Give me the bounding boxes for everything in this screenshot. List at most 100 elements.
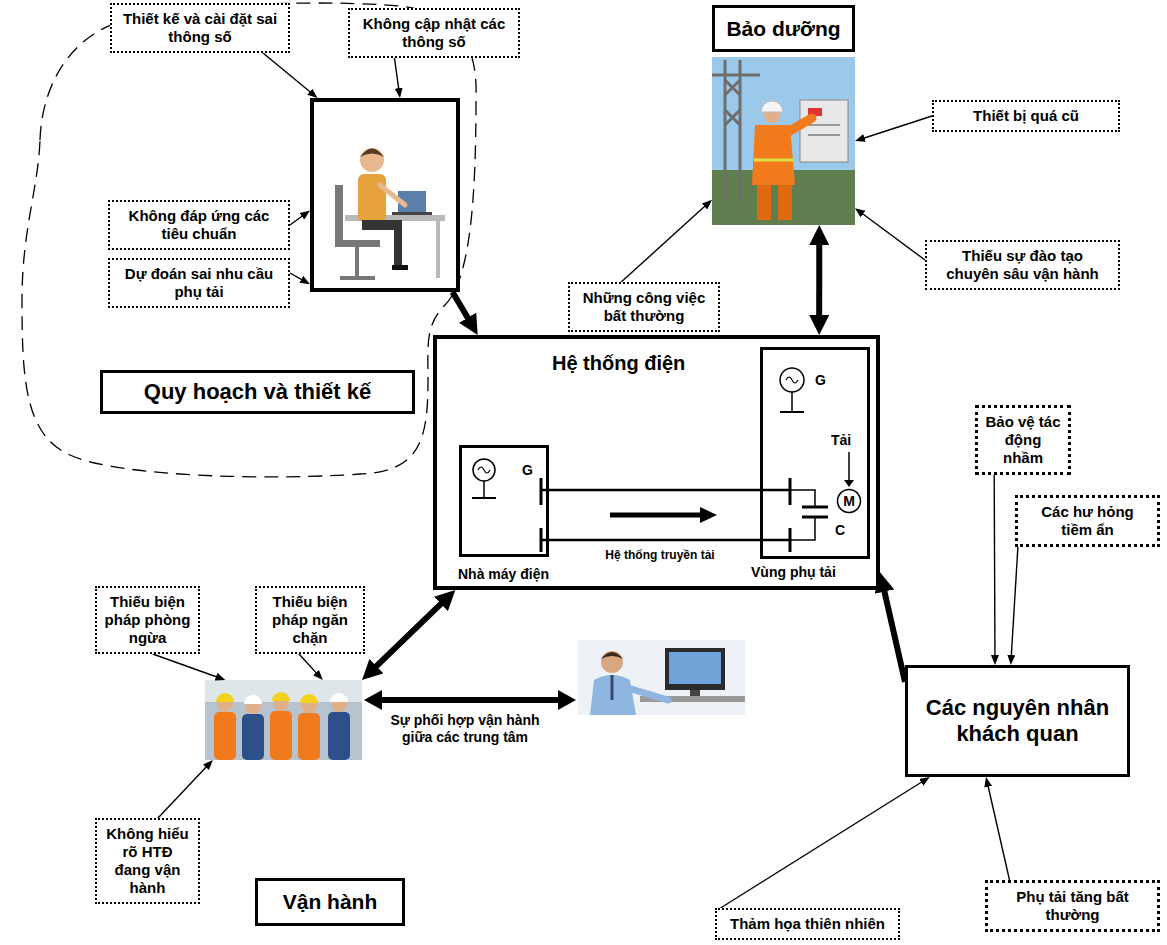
cause-note: Phụ tải tăng bất thường <box>985 880 1160 932</box>
desk-leg <box>436 221 440 278</box>
ground-wire <box>483 481 485 498</box>
generator-symbol <box>780 368 804 392</box>
reflective-stripe <box>754 159 793 162</box>
note-text: Những công việc bất thường <box>577 289 711 325</box>
pointer-arrow <box>263 53 311 92</box>
person-hair <box>360 149 384 158</box>
thick-arrow <box>453 292 469 319</box>
person-tie <box>611 675 614 700</box>
ground-symbol <box>780 411 804 413</box>
cause-note: Không hiểu rõ HTĐ đang vận hành <box>95 818 200 904</box>
note-text: Thiếu biện pháp phòng ngừa <box>104 593 191 647</box>
generator-symbol <box>473 459 495 481</box>
group-heading: Bảo dưỡng <box>712 5 855 52</box>
pointer-arrow <box>721 782 923 908</box>
control-room <box>205 680 362 760</box>
operation-photo-frame: Vận hành <box>205 680 362 760</box>
coordination-arrow-line <box>380 697 560 703</box>
worker-helmet <box>216 693 234 702</box>
thick-arrow <box>376 603 442 667</box>
worker-body <box>270 711 292 760</box>
cause-note: Không đáp ứng các tiêu chuẩn <box>108 200 290 250</box>
cause-note: Thiếu biện pháp ngăn chặn <box>255 586 365 654</box>
worker-body <box>242 714 264 760</box>
ground-wire <box>791 392 793 412</box>
cause-group-box: Các nguyên nhân khách quan <box>905 665 1130 777</box>
person-hair <box>601 652 623 659</box>
worker-leg <box>778 185 792 220</box>
power-flow-arrow-head <box>700 507 717 523</box>
note-text: Không cập nhật các thông số <box>357 15 511 51</box>
laptop-base <box>392 212 432 215</box>
cause-note: Những công việc bất thường <box>568 282 720 332</box>
pointer-arrow <box>988 786 1009 880</box>
line-label: Hệ thống truyền tải <box>595 548 725 562</box>
symbol-letter: Tải <box>831 432 851 449</box>
generator-wave <box>478 467 490 473</box>
monitor-screen <box>669 652 721 684</box>
symbol-letter: C <box>835 522 845 539</box>
note-text: Không đáp ứng các tiêu chuẩn <box>117 207 281 243</box>
pointer-arrow <box>621 206 705 282</box>
motor-circle: M <box>836 488 862 514</box>
pointer-arrow <box>158 767 207 818</box>
thick-arrow <box>884 591 905 682</box>
note-text: Thiết bị quá cũ <box>941 107 1111 125</box>
person-head <box>360 148 384 172</box>
note-text: Các nguyên nhân khách quan <box>914 695 1121 748</box>
power-system-illustration <box>472 368 854 552</box>
pointer-arrow <box>994 475 996 656</box>
pointer-arrow <box>862 214 925 260</box>
person-leg <box>394 222 402 267</box>
worker-helmet <box>244 695 262 704</box>
worker-helmet <box>300 694 318 703</box>
group-heading: Vận hành <box>255 878 405 926</box>
sky <box>712 57 855 225</box>
note-text: Các hư hỏng tiềm ẩn <box>1025 503 1150 539</box>
cause-note: Không cập nhật các thông số <box>348 8 520 58</box>
worker-helmet <box>272 692 290 701</box>
person-body <box>358 174 386 222</box>
person-shoe <box>392 265 408 270</box>
generator-wave <box>786 377 798 383</box>
power-plant-box: GNhà máy điện <box>459 445 549 557</box>
box-heading: Hệ thống điện <box>552 351 685 375</box>
capacitor-wire <box>790 490 815 507</box>
coordination-arrow <box>364 690 576 710</box>
photo-ground <box>314 102 456 288</box>
monitor-stand <box>690 690 700 696</box>
maintenance-photo-frame: Bảo dưỡng <box>712 57 855 225</box>
planning-photo <box>314 102 456 288</box>
cause-note: Thảm họa thiên nhiên <box>715 908 900 940</box>
chair-leg <box>355 247 359 276</box>
box-heading: Vùng phụ tải <box>751 564 836 581</box>
pointer-arrow <box>153 654 217 677</box>
dispatch-photo <box>578 640 745 715</box>
person-arm <box>380 185 405 205</box>
load-arrow-line <box>848 452 850 480</box>
worker-arm <box>788 118 812 132</box>
symbol-letter: G <box>522 462 533 479</box>
note-text: Thiếu sự đào tạo chuyên sâu vận hành <box>934 247 1111 283</box>
note-text: Bảo vệ tác động nhầm <box>985 413 1061 467</box>
ground-symbol <box>472 497 496 499</box>
pointer-arrow <box>394 58 398 89</box>
cause-note: Bảo vệ tác động nhầm <box>975 405 1071 475</box>
operation-photo <box>205 680 362 760</box>
panel-line <box>808 134 840 136</box>
pointer-arrow <box>290 216 303 225</box>
group-heading: Quy hoạch và thiết kế <box>100 370 415 414</box>
note-text: Phụ tải tăng bất thường <box>995 888 1150 924</box>
planning-region-outline <box>22 3 476 477</box>
connector-layer <box>153 53 1018 908</box>
worker-helmet <box>330 693 348 702</box>
note-text: Thiếu biện pháp ngăn chặn <box>264 593 356 647</box>
note-text: Dự đoán sai nhu cầu phụ tải <box>117 265 281 301</box>
power-flow-arrow <box>610 513 702 518</box>
symbol-letter: G <box>815 372 826 389</box>
panel-line <box>808 124 840 126</box>
transmission-line <box>541 489 790 492</box>
monitor <box>665 648 725 690</box>
cause-note: Thiếu biện pháp phòng ngừa <box>95 586 200 654</box>
